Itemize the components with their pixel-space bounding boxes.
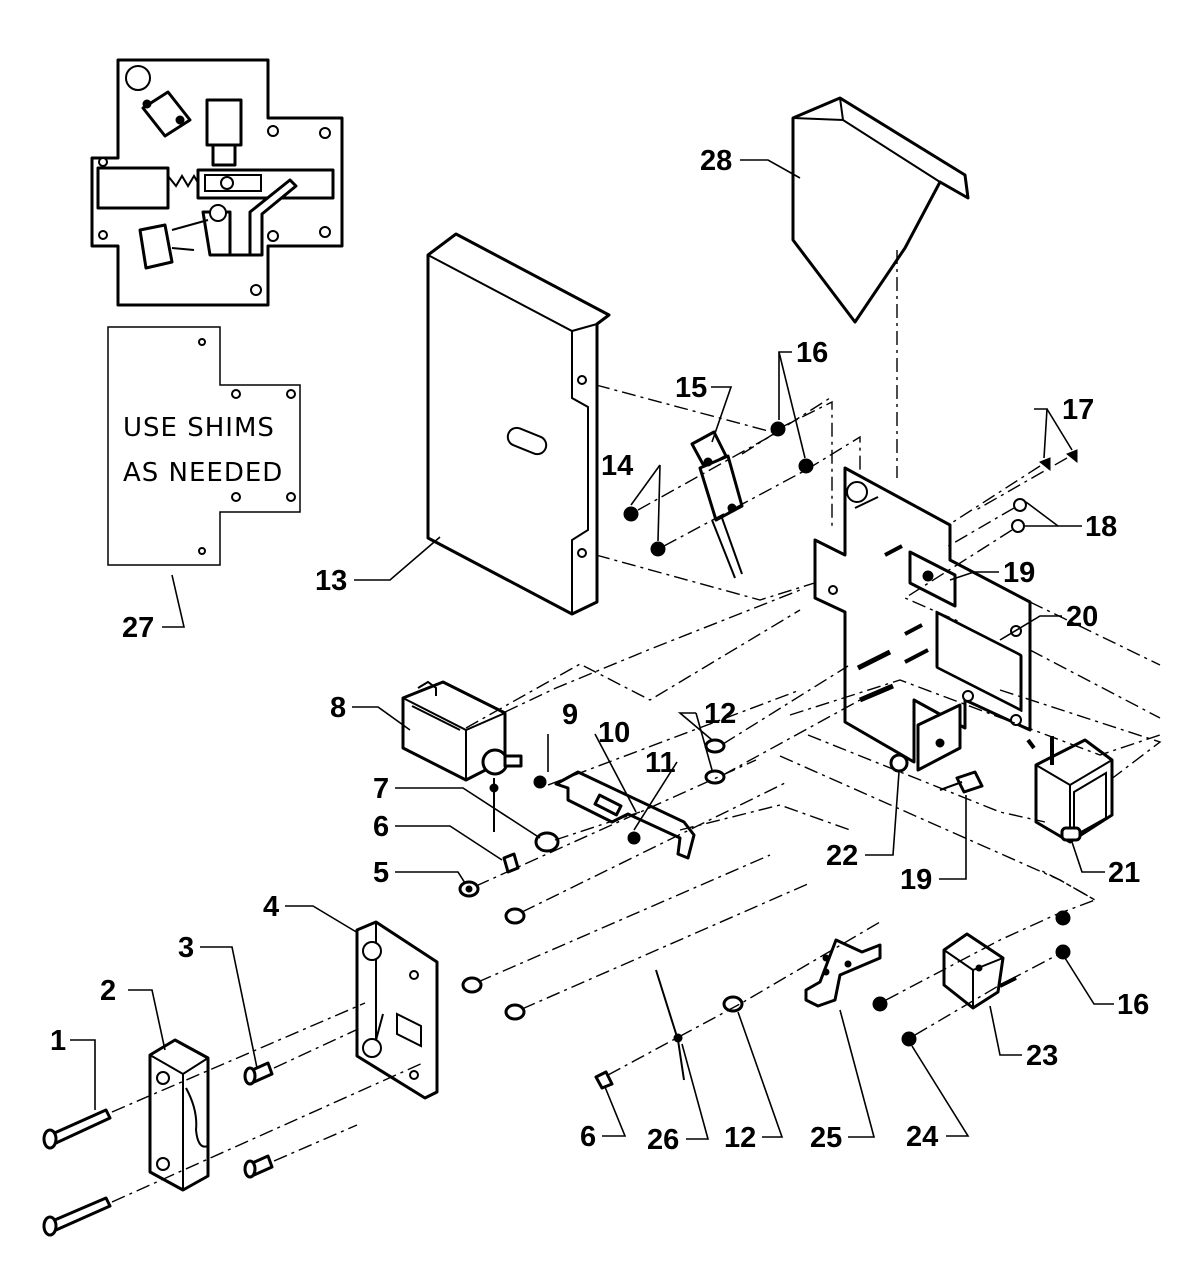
callout-22: 22 bbox=[826, 840, 858, 872]
callout-26: 26 bbox=[647, 1124, 679, 1156]
callout-1: 1 bbox=[50, 1025, 66, 1057]
handle-icon bbox=[148, 1038, 210, 1192]
callout-6b: 6 bbox=[580, 1121, 596, 1153]
callout-2: 2 bbox=[100, 975, 116, 1007]
callout-19b: 19 bbox=[900, 864, 932, 896]
callout-11: 11 bbox=[645, 747, 676, 779]
callout-21: 21 bbox=[1108, 857, 1140, 889]
callout-27: 27 bbox=[122, 612, 154, 644]
solenoid-icon bbox=[401, 589, 801, 832]
callout-9: 9 bbox=[562, 699, 578, 731]
callout-17: 17 bbox=[1062, 394, 1094, 426]
callout-12b: 12 bbox=[724, 1122, 756, 1154]
actuator-switch-icon bbox=[872, 869, 1097, 1047]
callout-16b: 16 bbox=[1117, 989, 1149, 1021]
washer-icon bbox=[458, 759, 811, 1021]
shim-plate-icon bbox=[107, 326, 301, 566]
cover-plate-icon bbox=[791, 96, 970, 478]
callout-13: 13 bbox=[315, 565, 347, 597]
shim-note-line1: USE SHIMS bbox=[123, 413, 275, 443]
shim-note-line2: AS NEEDED bbox=[123, 458, 283, 488]
callout-10: 10 bbox=[598, 717, 630, 749]
callout-4: 4 bbox=[263, 891, 279, 923]
screw-icon bbox=[42, 1002, 426, 1237]
callout-12a: 12 bbox=[704, 698, 736, 730]
callout-28: 28 bbox=[700, 145, 732, 177]
callout-15: 15 bbox=[675, 372, 707, 404]
linkage-parts-icon bbox=[533, 665, 861, 860]
callout-24: 24 bbox=[906, 1121, 938, 1153]
callout-3: 3 bbox=[178, 932, 194, 964]
switch-lever-icon bbox=[690, 397, 831, 579]
callout-6a: 6 bbox=[373, 811, 389, 843]
callout-25: 25 bbox=[810, 1122, 842, 1154]
callout-18: 18 bbox=[1085, 511, 1117, 543]
switch-icon bbox=[1026, 736, 1114, 844]
leader-lines bbox=[70, 159, 1114, 1140]
mounting-bracket-icon bbox=[813, 466, 1032, 772]
cover-plate-icon bbox=[355, 920, 439, 1100]
callout-8: 8 bbox=[330, 692, 346, 724]
bracket-small-icon bbox=[594, 804, 882, 1090]
callout-7: 7 bbox=[373, 773, 389, 805]
callout-19a: 19 bbox=[1003, 557, 1035, 589]
nut-icon bbox=[623, 421, 861, 557]
callout-20: 20 bbox=[1066, 601, 1098, 633]
assembled-mechanism-icon bbox=[90, 58, 344, 307]
callout-23: 23 bbox=[1026, 1040, 1058, 1072]
housing-box-icon bbox=[426, 232, 841, 616]
screw-icon bbox=[889, 449, 1078, 794]
callout-16a: 16 bbox=[796, 337, 828, 369]
callout-14: 14 bbox=[601, 450, 633, 482]
callout-5: 5 bbox=[373, 857, 389, 889]
